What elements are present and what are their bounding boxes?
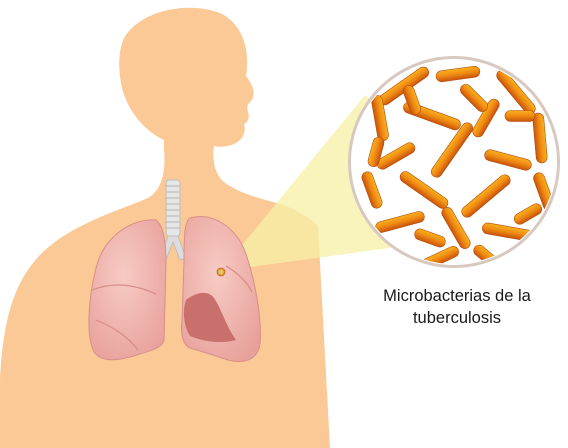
infection-spot bbox=[217, 268, 225, 276]
caption: Microbacterias de la tuberculosis bbox=[346, 285, 568, 329]
bacterium-rod bbox=[505, 111, 535, 122]
caption-line-1: Microbacterias de la bbox=[346, 285, 568, 307]
caption-line-2: tuberculosis bbox=[346, 307, 568, 329]
